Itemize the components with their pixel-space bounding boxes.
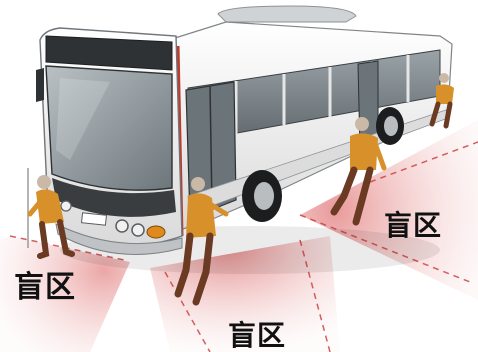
- pedestrian-icon: [174, 177, 229, 306]
- blind-zone-front-bottom: [150, 236, 340, 352]
- bus-wheel-rear: [376, 107, 404, 145]
- bus-wheel-front: [242, 170, 282, 222]
- blind-spot-label-right: 盲区: [384, 209, 443, 242]
- blind-spot-label-bottom: 盲区: [228, 319, 287, 352]
- pedestrian-icon: [27, 168, 75, 259]
- pedestrian-icon: [330, 117, 387, 226]
- blind-zone-right: [299, 120, 478, 300]
- pedestrian-icon: [429, 73, 454, 129]
- blind-spot-label-left: 盲区: [14, 270, 76, 305]
